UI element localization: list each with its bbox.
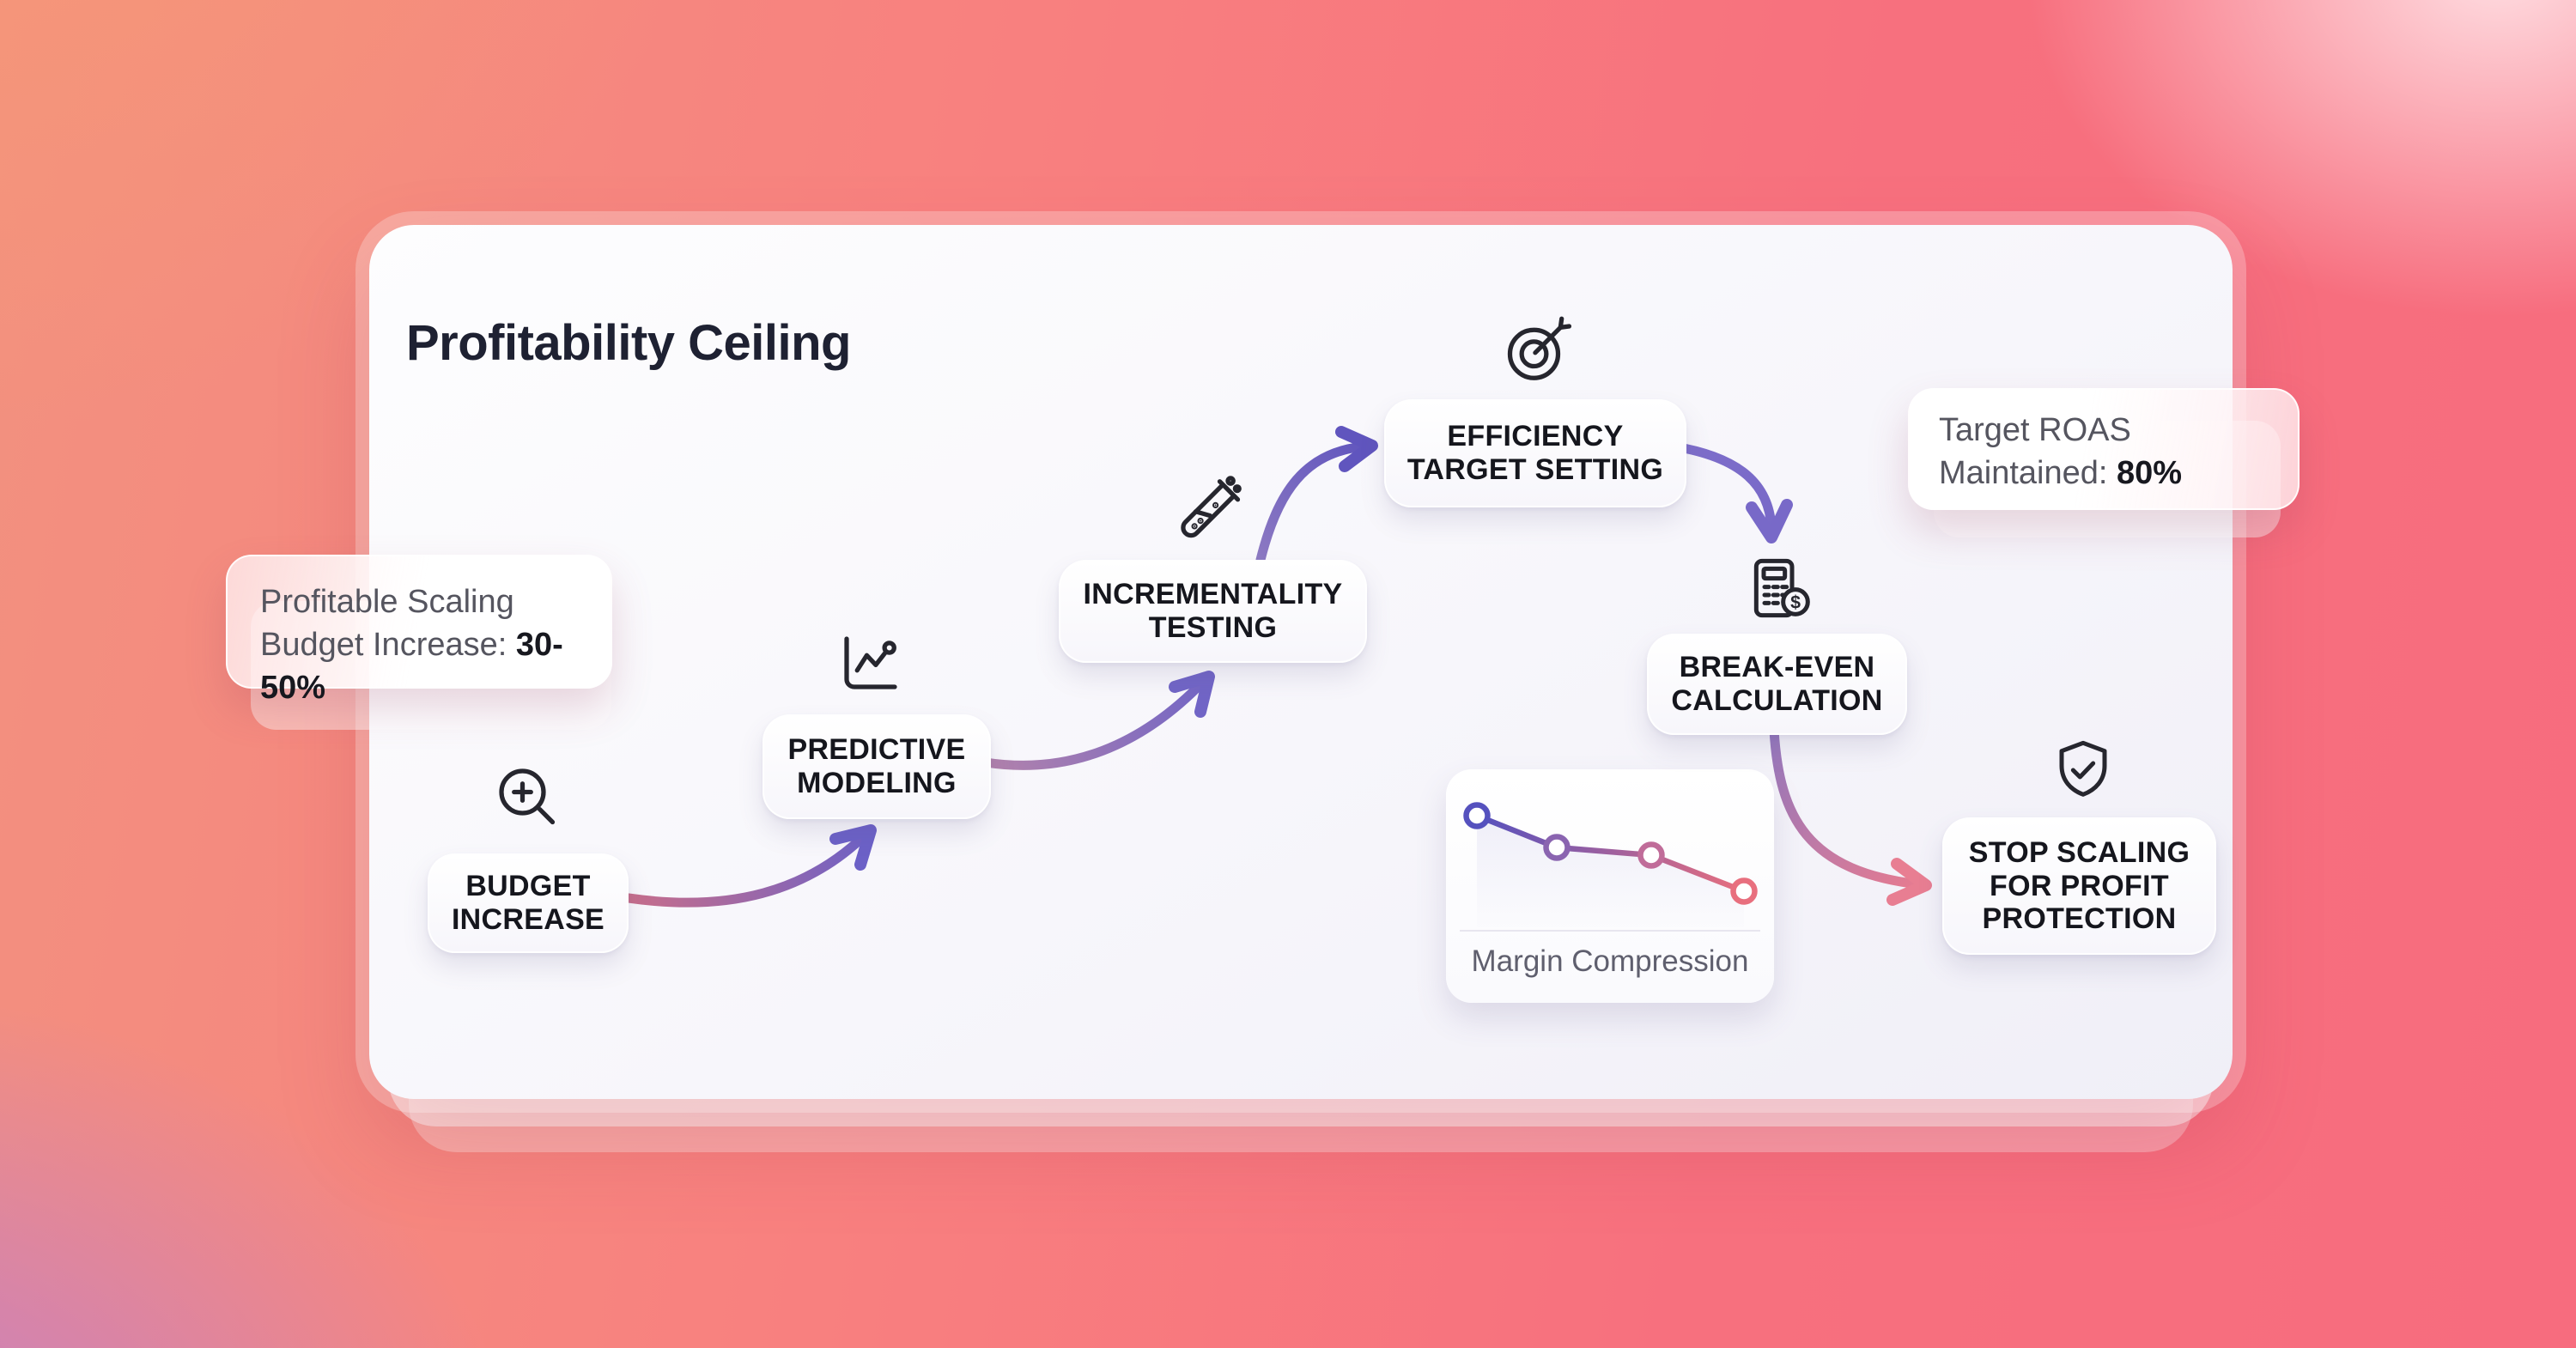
node-break-even-calculation-label: BREAK-EVEN CALCULATION bbox=[1671, 651, 1883, 717]
callout-metric-label: Budget Increase: bbox=[260, 627, 516, 663]
calculator-dollar-icon: $ bbox=[1745, 554, 1814, 627]
callout-profitable-scaling-line1: Profitable Scaling bbox=[260, 584, 514, 620]
node-budget-increase: BUDGET INCREASE bbox=[428, 853, 629, 953]
node-predictive-modeling-label: PREDICTIVE MODELING bbox=[787, 733, 966, 799]
margin-compression-card: Margin Compression bbox=[1446, 769, 1774, 1003]
zoom-in-icon bbox=[489, 759, 562, 835]
callout-metric-value: 80% bbox=[2117, 455, 2183, 491]
shield-check-icon bbox=[2049, 736, 2117, 809]
callout-target-roas-line1: Target ROAS bbox=[1939, 412, 2131, 448]
target-dart-icon bbox=[1501, 314, 1573, 391]
callout-profitable-scaling: Profitable Scaling Budget Increase: 30-5… bbox=[226, 555, 612, 706]
callout-target-roas-line2: Maintained: 80% bbox=[1939, 452, 2298, 495]
callout-target-roas: Target ROAS Maintained: 80% bbox=[1908, 388, 2300, 510]
margin-compression-chart bbox=[1460, 802, 1760, 932]
node-incrementality-testing-label: INCREMENTALITY TESTING bbox=[1083, 578, 1343, 644]
node-predictive-modeling: PREDICTIVE MODELING bbox=[762, 714, 991, 819]
node-incrementality-testing: INCREMENTALITY TESTING bbox=[1059, 560, 1367, 663]
callout-metric-label: Maintained: bbox=[1939, 455, 2117, 491]
node-budget-increase-label: BUDGET INCREASE bbox=[451, 870, 605, 936]
margin-compression-label: Margin Compression bbox=[1471, 944, 1749, 978]
node-efficiency-target-setting-label: EFFICIENCY TARGET SETTING bbox=[1406, 420, 1664, 486]
line-chart-icon bbox=[835, 627, 907, 703]
callout-profitable-scaling-line2: Budget Increase: 30-50% bbox=[260, 623, 611, 709]
node-stop-scaling: STOP SCALING FOR PROFIT PROTECTION bbox=[1942, 817, 2216, 955]
svg-text:$: $ bbox=[1790, 592, 1801, 612]
node-stop-scaling-label: STOP SCALING FOR PROFIT PROTECTION bbox=[1968, 835, 2190, 936]
test-tube-icon bbox=[1175, 474, 1247, 550]
page-title: Profitability Ceiling bbox=[406, 315, 852, 371]
callout-metric-value: 30-50% bbox=[260, 627, 563, 706]
node-break-even-calculation: BREAK-EVEN CALCULATION bbox=[1647, 634, 1907, 735]
node-efficiency-target-setting: EFFICIENCY TARGET SETTING bbox=[1384, 399, 1686, 507]
